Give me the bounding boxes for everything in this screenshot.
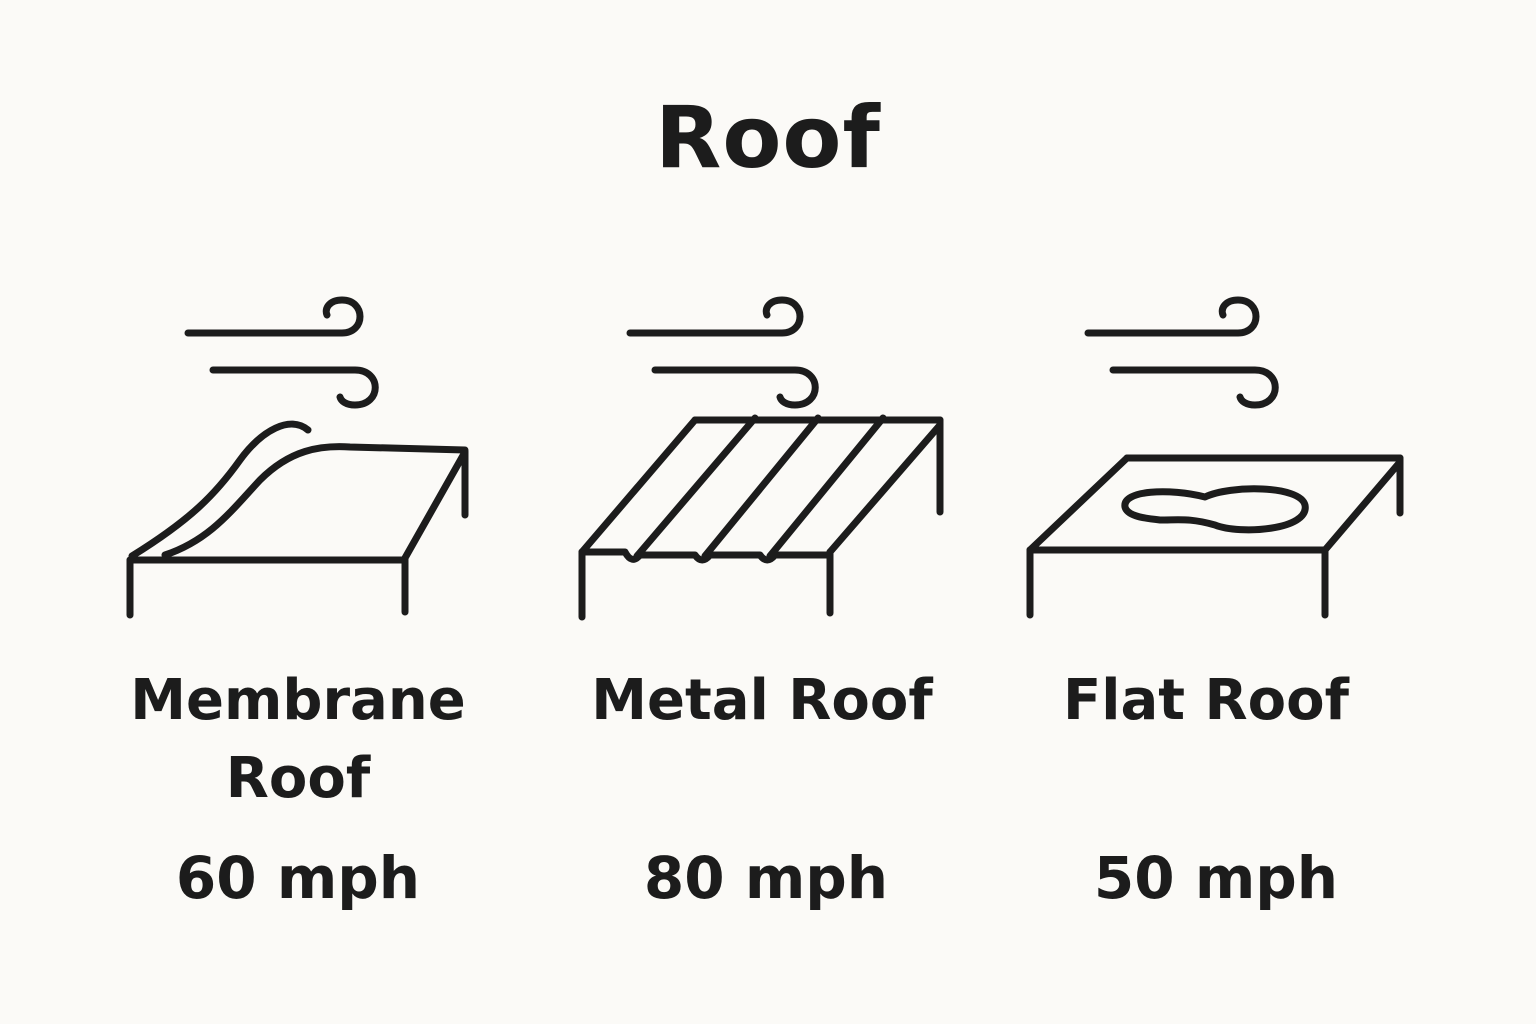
metal-roof-wind-icon	[578, 296, 944, 621]
wind-icon	[184, 296, 364, 337]
item-label: Membrane Roof	[68, 662, 528, 818]
item-label-line: Roof	[225, 746, 371, 811]
flat-roof-wind-icon	[1026, 296, 1404, 619]
wind-icon	[626, 296, 804, 337]
item-speed: 50 mph	[1093, 844, 1339, 912]
item-label-line: Membrane	[130, 668, 466, 733]
wind-icon	[1109, 366, 1279, 409]
item-label: Metal Roof	[591, 668, 933, 733]
item-speed: 80 mph	[643, 844, 889, 912]
wind-icon	[1084, 296, 1260, 337]
item-label: Flat Roof	[1063, 668, 1349, 733]
wind-icon	[209, 366, 379, 409]
membrane-roof-wind-icon	[126, 296, 469, 619]
wind-icon	[651, 366, 819, 409]
item-speed: 60 mph	[175, 844, 421, 912]
page-title: Roof	[655, 88, 881, 188]
puddle-icon	[1121, 485, 1309, 534]
